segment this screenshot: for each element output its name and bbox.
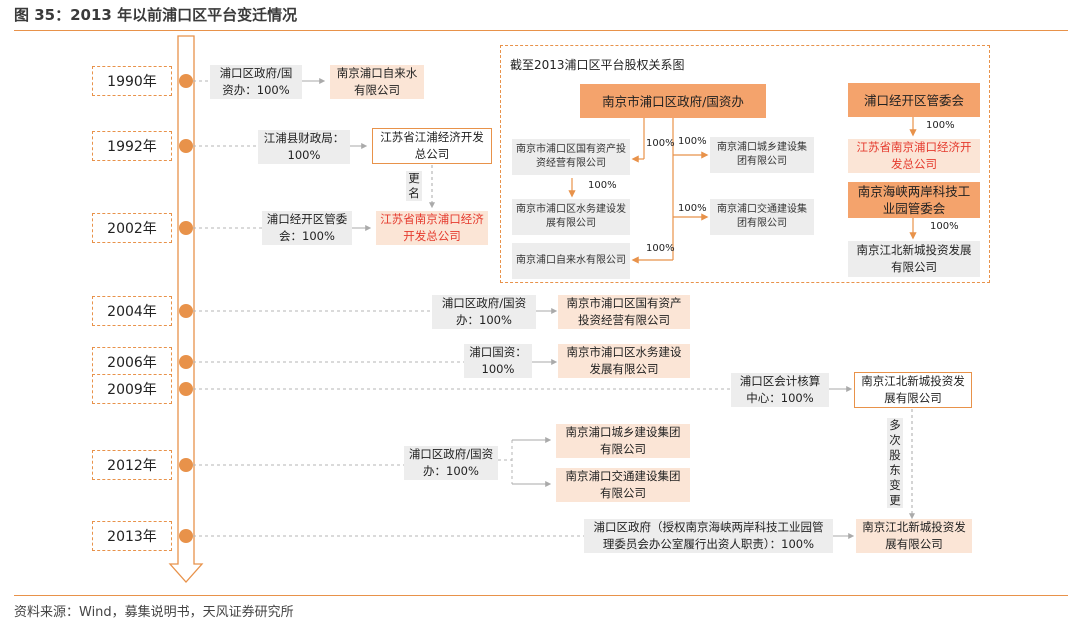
pct-label: 100%	[588, 180, 617, 191]
panel-jingji-box: 江苏省南京浦口经济开发总公司	[848, 139, 980, 173]
company-box-2012-b: 南京浦口交通建设集团有限公司	[556, 468, 690, 502]
owner-box-2006: 浦口国资：100%	[464, 344, 532, 378]
source-note: 资料来源：Wind，募集说明书，天风证券研究所	[14, 605, 294, 620]
timeline-dot	[179, 139, 193, 153]
panel-guoyou-box: 南京市浦口区国有资产投资经营有限公司	[512, 139, 630, 175]
pct-label: 100%	[930, 221, 959, 232]
multi-change-label: 多次股东变更	[887, 418, 903, 508]
company-box-1992: 江苏省江浦经济开发总公司	[372, 128, 492, 164]
panel-chengxiang-box: 南京浦口城乡建设集团有限公司	[710, 137, 814, 173]
panel-zilaishui-box: 南京浦口自来水有限公司	[512, 243, 630, 279]
owner-box-2012: 浦口区政府/国资办：100%	[404, 446, 498, 480]
pct-label: 100%	[646, 138, 675, 149]
owner-box-2009: 浦口区会计核算中心：100%	[731, 373, 829, 407]
owner-box-1992: 江浦县财政局：100%	[258, 130, 350, 164]
owner-box-1990: 浦口区政府/国资办：100%	[210, 65, 302, 99]
year-label-2009: 2009年	[92, 374, 172, 404]
company-box-2012-a: 南京浦口城乡建设集团有限公司	[556, 424, 690, 458]
panel-kaifaqu-box: 浦口经开区管委会	[848, 83, 980, 117]
owner-box-2013: 浦口区政府（授权南京海峡两岸科技工业园管理委员会办公室履行出资人职责）：100%	[584, 519, 833, 553]
company-box-2006: 南京市浦口区水务建设发展有限公司	[558, 344, 690, 378]
timeline-dot	[179, 382, 193, 396]
year-label-1992: 1992年	[92, 131, 172, 161]
year-label-1990: 1990年	[92, 66, 172, 96]
panel-title: 截至2013浦口区平台股权关系图	[510, 58, 685, 72]
company-box-2002: 江苏省南京浦口经济开发总公司	[376, 211, 488, 245]
owner-box-2002: 浦口经开区管委会：100%	[262, 211, 352, 245]
pct-label: 100%	[678, 203, 707, 214]
year-label-2006: 2006年	[92, 347, 172, 377]
top-divider	[14, 30, 1068, 31]
timeline-dot	[179, 221, 193, 235]
owner-box-2004: 浦口区政府/国资办：100%	[432, 295, 536, 329]
panel-gov-box: 南京市浦口区政府/国资办	[580, 84, 766, 118]
timeline-dot	[179, 74, 193, 88]
equity-structure-panel	[500, 45, 990, 283]
panel-jiangbei-box: 南京江北新城投资发展有限公司	[848, 241, 980, 277]
panel-jiaotong-box: 南京浦口交通建设集团有限公司	[710, 199, 814, 235]
year-label-2004: 2004年	[92, 296, 172, 326]
company-box-2004: 南京市浦口区国有资产投资经营有限公司	[558, 295, 690, 329]
pct-label: 100%	[926, 120, 955, 131]
figure-title: 图 35：2013 年以前浦口区平台变迁情况	[14, 6, 298, 24]
company-box-1990: 南京浦口自来水有限公司	[330, 65, 424, 99]
timeline-dot	[179, 355, 193, 369]
panel-shuiwu-box: 南京市浦口区水务建设发展有限公司	[512, 199, 630, 235]
pct-label: 100%	[678, 136, 707, 147]
year-label-2012: 2012年	[92, 450, 172, 480]
timeline-dot	[179, 304, 193, 318]
timeline-dot	[179, 458, 193, 472]
company-box-2013: 南京江北新城投资发展有限公司	[856, 519, 972, 553]
pct-label: 100%	[646, 243, 675, 254]
timeline-dot	[179, 529, 193, 543]
rename-label: 更名	[406, 171, 422, 201]
year-label-2002: 2002年	[92, 213, 172, 243]
year-label-2013: 2013年	[92, 521, 172, 551]
panel-haixia-box: 南京海峡两岸科技工业园管委会	[848, 182, 980, 218]
bottom-divider	[14, 595, 1068, 596]
company-box-2009: 南京江北新城投资发展有限公司	[854, 372, 972, 408]
